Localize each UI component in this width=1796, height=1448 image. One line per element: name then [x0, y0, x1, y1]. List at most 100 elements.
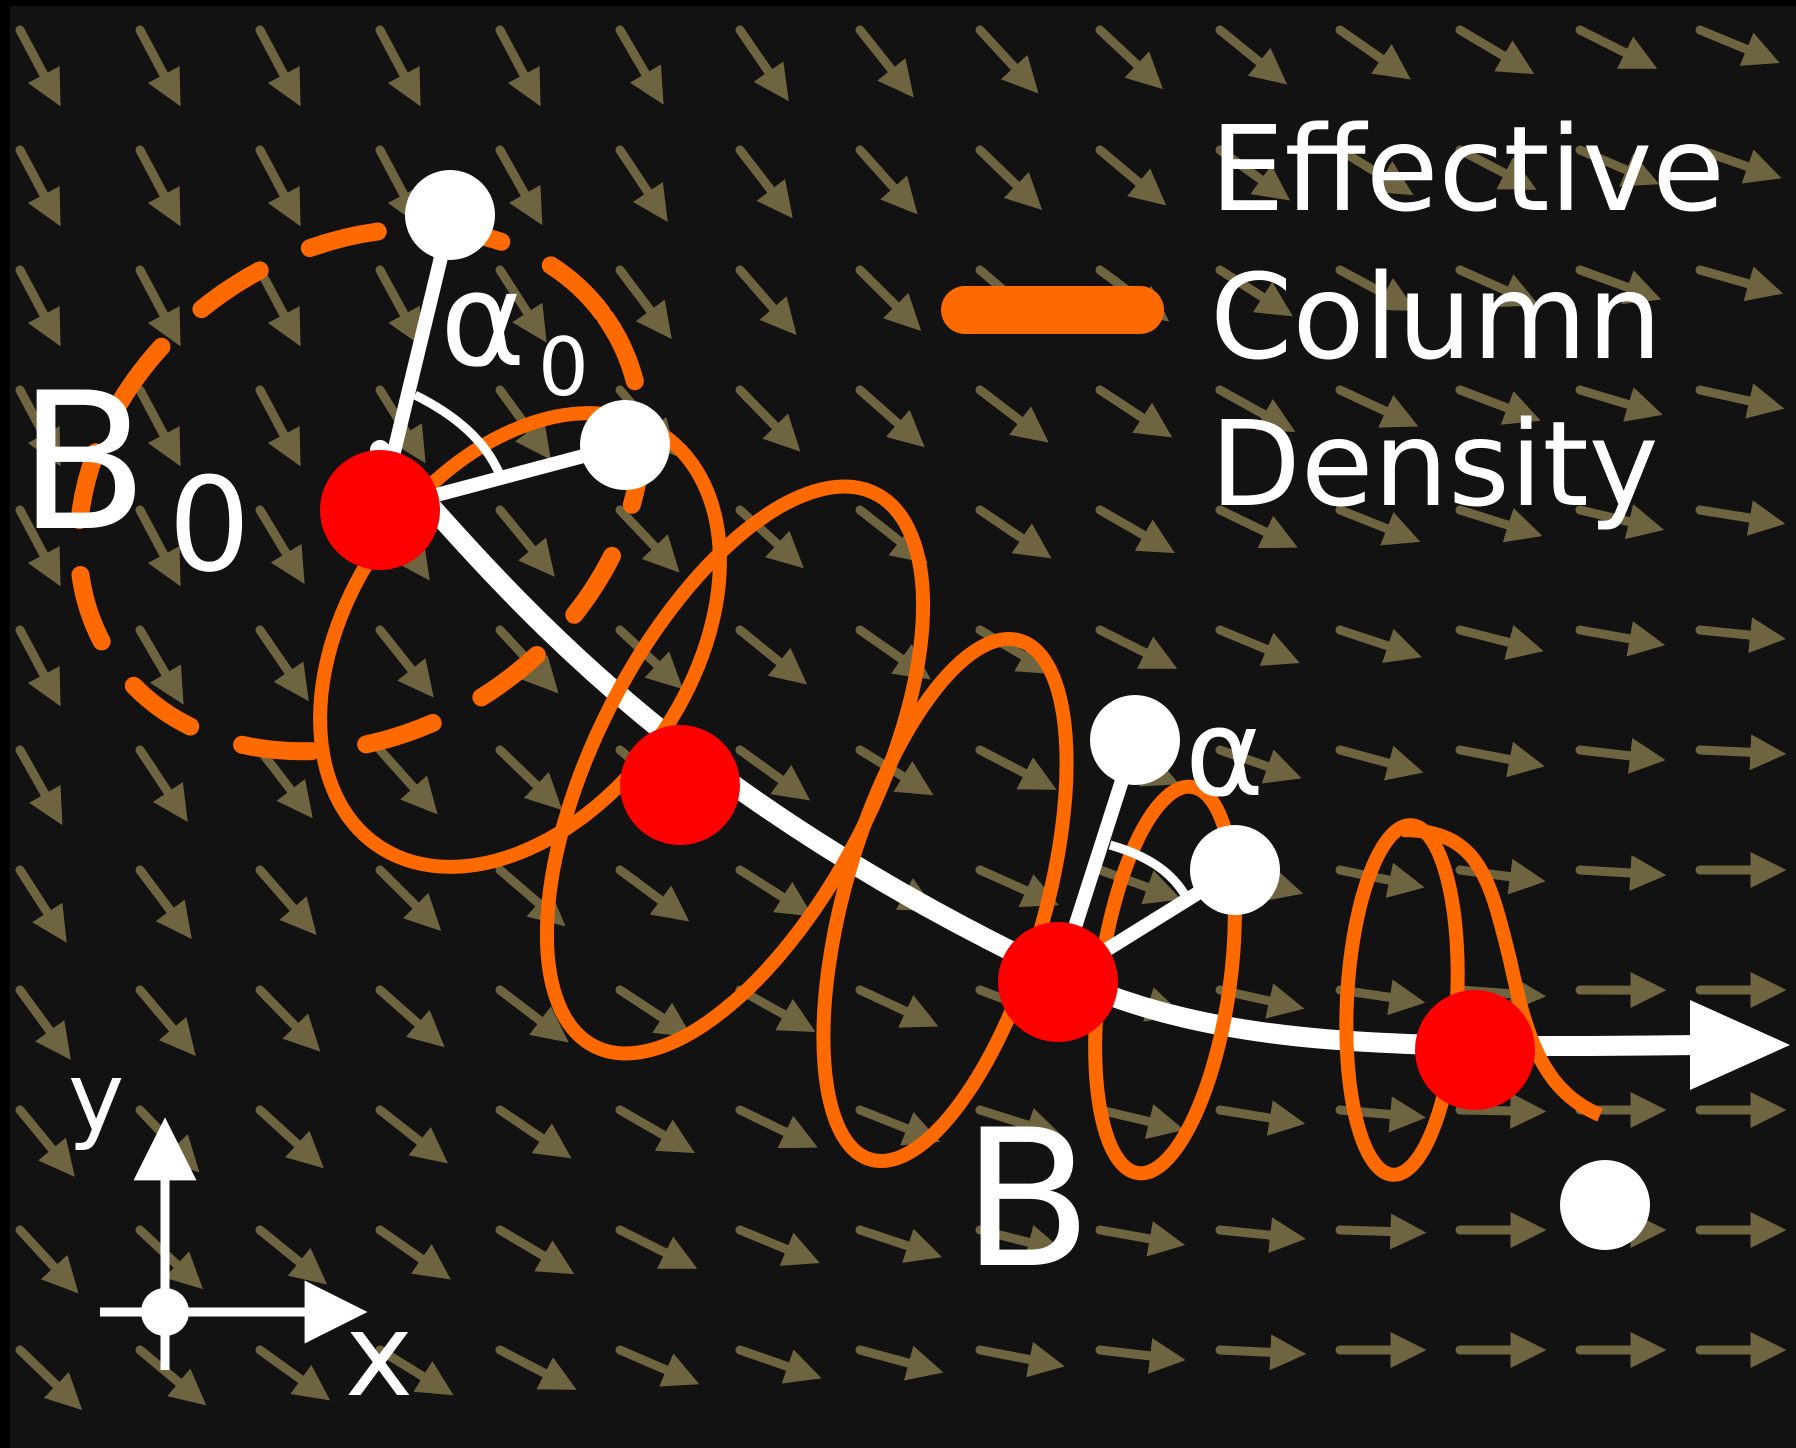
field-arrow	[495, 265, 547, 343]
field-arrow	[1215, 385, 1296, 433]
field-arrow	[135, 25, 181, 107]
field-arrow	[975, 1224, 1064, 1260]
field-arrow	[15, 1105, 75, 1177]
x-axis-label: x	[345, 1289, 413, 1423]
field-arrow	[255, 625, 309, 702]
b-label: B	[962, 1089, 1092, 1310]
field-arrow	[1095, 25, 1163, 90]
field-arrow	[1095, 865, 1182, 905]
field-arrow	[255, 865, 317, 936]
field-arrow	[135, 505, 181, 587]
field-arrow	[375, 1345, 454, 1396]
field-arrow	[375, 1105, 448, 1164]
particle-1	[320, 450, 440, 570]
field-arrow	[1455, 265, 1539, 308]
legend-line-1: Effective	[1210, 100, 1725, 238]
field-arrow	[855, 25, 914, 98]
field-arrow	[735, 625, 808, 685]
field-arrow	[975, 25, 1039, 94]
field-arrow	[135, 625, 184, 705]
field-arrow	[1455, 385, 1541, 425]
field-arrow	[15, 1225, 79, 1294]
field-arrow	[1335, 25, 1411, 80]
field-arrow	[1575, 145, 1660, 187]
marker-start	[405, 170, 495, 260]
alpha-angle-arc	[1108, 840, 1189, 898]
y-axis-label: y	[68, 1043, 124, 1153]
field-arrow	[735, 865, 813, 917]
field-arrow	[15, 1345, 83, 1411]
field-arrow	[255, 505, 305, 585]
field-arrow	[975, 385, 1049, 443]
field-arrow	[735, 505, 804, 569]
field-arrow	[1455, 25, 1535, 75]
field-arrow	[1215, 1334, 1307, 1371]
marker-end	[1560, 1160, 1650, 1250]
marker-top	[1090, 695, 1180, 785]
field-arrow	[615, 265, 672, 340]
field-arrow	[1215, 1217, 1306, 1254]
field-arrow	[15, 385, 61, 467]
field-arrow	[1215, 505, 1298, 549]
field-arrow	[375, 265, 422, 346]
field-arrow	[615, 1225, 698, 1269]
field-arrow	[1575, 621, 1666, 657]
field-arrow	[855, 625, 931, 680]
field-arrow	[735, 1345, 822, 1384]
b0-subscript: 0	[168, 449, 251, 601]
field-arrow	[1095, 625, 1178, 669]
field-arrow	[855, 1345, 944, 1381]
field-arrow	[495, 985, 569, 1043]
field-arrow	[615, 1105, 695, 1154]
field-arrow	[1095, 1221, 1186, 1257]
field-arrow	[735, 385, 801, 452]
field-arrow	[135, 745, 188, 822]
field-arrow	[1455, 145, 1537, 190]
field-arrow	[135, 985, 196, 1056]
field-arrow	[255, 1345, 331, 1401]
white-markers	[405, 170, 1650, 1250]
field-arrow	[375, 865, 442, 931]
legend-line-2: Column	[1210, 248, 1662, 386]
field-arrow	[735, 145, 793, 219]
field-arrow	[1095, 145, 1167, 206]
particles	[320, 450, 1535, 1110]
field-arrow	[1695, 734, 1787, 771]
field-arrow	[1575, 265, 1662, 305]
field-arrow	[375, 25, 421, 107]
field-arrow	[855, 385, 925, 448]
field-arrow	[135, 265, 181, 347]
field-arrow	[975, 1105, 1063, 1143]
b0-label: B	[18, 352, 148, 573]
field-arrow	[255, 985, 321, 1052]
field-arrow	[1455, 624, 1544, 660]
legend-line-3: Density	[1210, 395, 1659, 533]
field-arrow	[975, 145, 1043, 211]
field-arrow	[1095, 385, 1173, 438]
field-arrow	[1215, 25, 1288, 85]
field-arrow	[135, 1345, 207, 1406]
field-arrow	[375, 1225, 451, 1280]
initial-column-dashed-ellipse	[69, 219, 651, 761]
field-arrow	[135, 145, 181, 227]
particle-3	[998, 922, 1118, 1042]
field-arrow	[1455, 741, 1545, 778]
field-arrow	[1335, 145, 1414, 196]
field-arrow	[1695, 500, 1786, 536]
field-arrow	[615, 985, 693, 1038]
origin-dot	[141, 1288, 189, 1336]
field-arrow	[495, 1345, 577, 1390]
field-arrow	[255, 1225, 328, 1285]
field-arrow	[1335, 1213, 1427, 1250]
field-arrow	[1695, 265, 1784, 302]
field-arrow	[855, 1105, 941, 1146]
particle-4	[1415, 990, 1535, 1110]
field-arrow	[855, 505, 928, 564]
field-arrow	[615, 505, 680, 573]
field-arrow	[1215, 745, 1302, 784]
field-arrow	[1335, 265, 1417, 311]
field-arrow	[255, 745, 313, 819]
alpha0-subscript: 0	[538, 321, 589, 414]
